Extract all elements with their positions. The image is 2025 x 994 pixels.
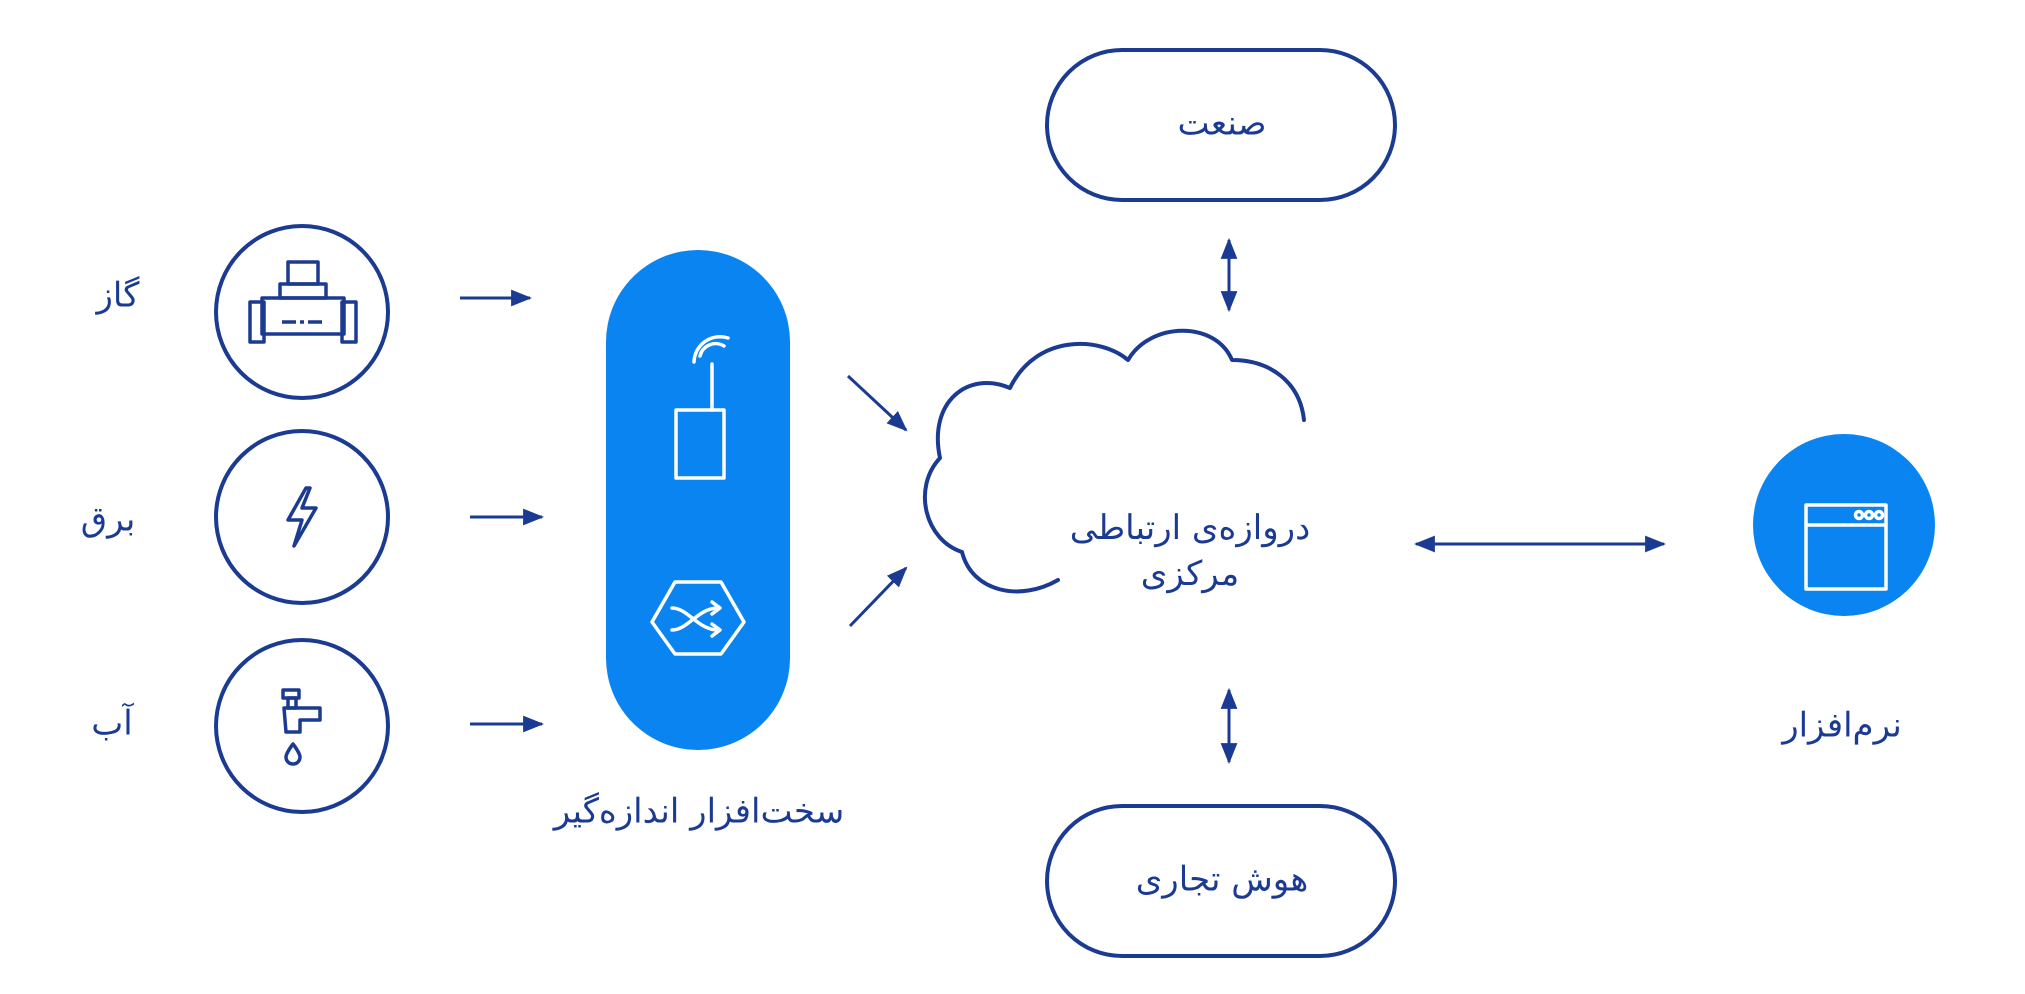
industry-label: صنعت [1177,103,1267,144]
gas-label: گاز [96,275,140,316]
hardware-capsule [606,250,790,750]
gateway-label: دروازه‌ی ارتباطی مرکزی [1069,508,1311,594]
electricity-node [214,429,390,605]
industry-pill [1045,48,1397,202]
arrow-hardware-to-gateway-upper [846,374,908,432]
hardware-label: سخت‌افزار اندازه‌گیر [553,791,845,832]
browser-window-icon [1804,503,1888,591]
water-node [214,638,390,814]
software-label: نرم‌افزار [1782,705,1902,746]
cloud-icon [923,328,1306,594]
shuffle-router-icon [650,580,746,656]
antenna-device-icon [674,334,730,480]
business-intelligence-label: هوش تجاری [1135,859,1309,900]
software-node [1753,434,1935,616]
lightning-icon [286,486,318,548]
gas-node [214,224,390,400]
water-label: آب [91,703,133,744]
arrow-hardware-to-gateway-lower [848,566,908,628]
gas-meter-icon [248,260,358,344]
business-intelligence-pill [1045,804,1397,958]
faucet-icon [281,688,322,766]
electricity-label: برق [80,499,136,540]
